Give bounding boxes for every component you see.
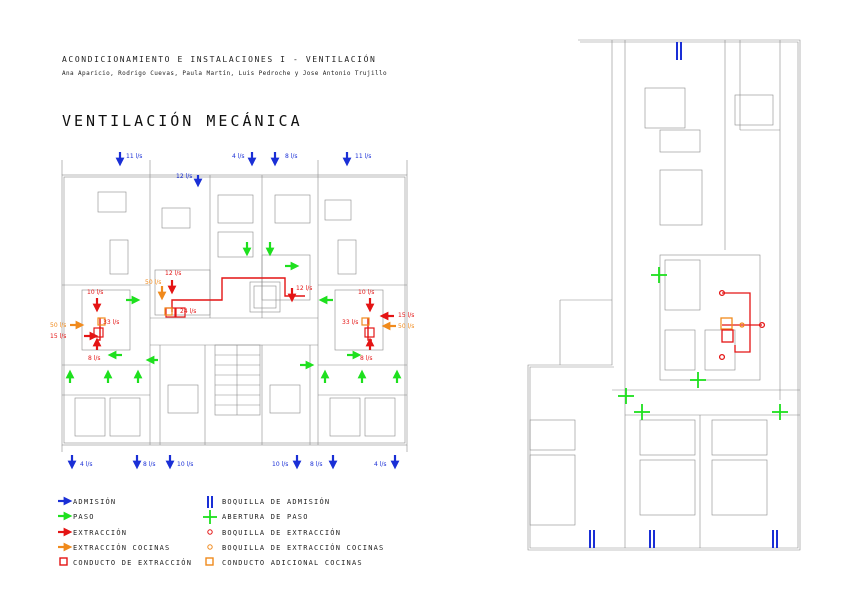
svg-text:ADMISIÓN: ADMISIÓN — [73, 497, 116, 506]
flow-label: 4 l/s — [374, 461, 387, 468]
svg-text:12 l/s: 12 l/s — [296, 285, 312, 292]
floor-plan-left — [61, 160, 408, 452]
passage-arrows — [65, 242, 402, 383]
admission-arrows-top — [115, 152, 352, 188]
svg-text:BOQUILLA DE EXTRACCIÓN: BOQUILLA DE EXTRACCIÓN — [222, 528, 341, 537]
extraction-duct-right — [718, 289, 766, 361]
legend-admision: ADMISIÓN — [58, 496, 116, 506]
flow-label: 8 l/s — [285, 153, 298, 160]
svg-text:10 l/s: 10 l/s — [358, 289, 374, 296]
svg-text:8 l/s: 8 l/s — [360, 355, 373, 362]
legend-conducto-adicional-cocinas: CONDUCTO ADICIONAL COCINAS — [205, 557, 363, 567]
admission-arrows-bottom — [67, 455, 400, 470]
legend-extraccion-cocinas: EXTRACCIÓN COCINAS — [58, 542, 170, 552]
legend-boquilla-extraccion-cocinas: BOQUILLA DE EXTRACCIÓN COCINAS — [207, 543, 384, 552]
flow-label: 8 l/s — [310, 461, 323, 468]
svg-text:33 l/s: 33 l/s — [342, 319, 358, 326]
svg-text:8 l/s: 8 l/s — [88, 355, 101, 362]
legend-paso: PASO — [58, 511, 95, 521]
flow-label: 12 l/s — [176, 173, 192, 180]
svg-text:CONDUCTO ADICIONAL COCINAS: CONDUCTO ADICIONAL COCINAS — [222, 559, 363, 567]
svg-text:33 l/s: 33 l/s — [103, 319, 119, 326]
svg-text:ABERTURA DE PASO: ABERTURA DE PASO — [222, 513, 309, 521]
admission-nozzles-right — [589, 42, 778, 548]
svg-text:12 l/s: 12 l/s — [165, 270, 181, 277]
wet-zone-labels: 12 l/s 12 l/s 24 l/s 10 l/s 33 l/s 8 l/s… — [50, 270, 414, 362]
drawing-title: VENTILACIÓN MECÁNICA — [62, 112, 303, 130]
svg-text:EXTRACCIÓN: EXTRACCIÓN — [73, 528, 127, 537]
legend-conducto-extraccion: CONDUCTO DE EXTRACCIÓN — [59, 557, 192, 567]
svg-text:15 l/s: 15 l/s — [398, 312, 414, 319]
flow-label: 4 l/s — [232, 153, 245, 160]
legend-boquilla-admision: BOQUILLA DE ADMISIÓN — [207, 496, 330, 508]
flow-label: 11 l/s — [126, 153, 142, 160]
svg-text:BOQUILLA DE EXTRACCIÓN COCINAS: BOQUILLA DE EXTRACCIÓN COCINAS — [222, 543, 384, 552]
flow-label: 8 l/s — [143, 461, 156, 468]
svg-text:PASO: PASO — [73, 513, 95, 521]
flow-label: 10 l/s — [177, 461, 193, 468]
svg-text:50 l/s: 50 l/s — [50, 322, 66, 329]
floor-plan-right — [527, 39, 801, 551]
course-title: ACONDICIONAMIENTO E INSTALACIONES I - VE… — [62, 55, 377, 64]
extraction-duct-boxes — [93, 307, 375, 338]
flow-label: 4 l/s — [80, 461, 93, 468]
admission-labels-top: 11 l/s 4 l/s 8 l/s 11 l/s 12 l/s — [126, 153, 371, 180]
svg-text:10 l/s: 10 l/s — [87, 289, 103, 296]
extraction-arrows — [84, 280, 394, 350]
flow-label: 11 l/s — [355, 153, 371, 160]
svg-text:50 l/s: 50 l/s — [145, 279, 161, 286]
flow-label: 10 l/s — [272, 461, 288, 468]
passage-openings-right — [618, 267, 788, 420]
admission-labels-bottom: 4 l/s 8 l/s 10 l/s 10 l/s 8 l/s 4 l/s — [80, 461, 387, 468]
legend-extraccion: EXTRACCIÓN — [58, 527, 127, 537]
legend: ADMISIÓN PASO EXTRACCIÓN EXTRACCIÓN COCI… — [58, 496, 384, 567]
svg-text:EXTRACCIÓN COCINAS: EXTRACCIÓN COCINAS — [73, 543, 170, 552]
extraction-duct-network — [96, 277, 372, 341]
svg-text:BOQUILLA DE ADMISIÓN: BOQUILLA DE ADMISIÓN — [222, 497, 330, 506]
authors-line: Ana Aparicio, Rodrigo Cuevas, Paula Mart… — [62, 70, 387, 77]
legend-abertura-paso: ABERTURA DE PASO — [203, 510, 309, 524]
svg-text:15 l/s: 15 l/s — [50, 333, 66, 340]
svg-text:CONDUCTO DE EXTRACCIÓN: CONDUCTO DE EXTRACCIÓN — [73, 558, 192, 567]
legend-boquilla-extraccion: BOQUILLA DE EXTRACCIÓN — [207, 528, 341, 537]
svg-text:50 l/s: 50 l/s — [398, 323, 414, 330]
kitchen-extraction-arrows — [70, 286, 396, 331]
svg-text:24 l/s: 24 l/s — [180, 308, 196, 315]
